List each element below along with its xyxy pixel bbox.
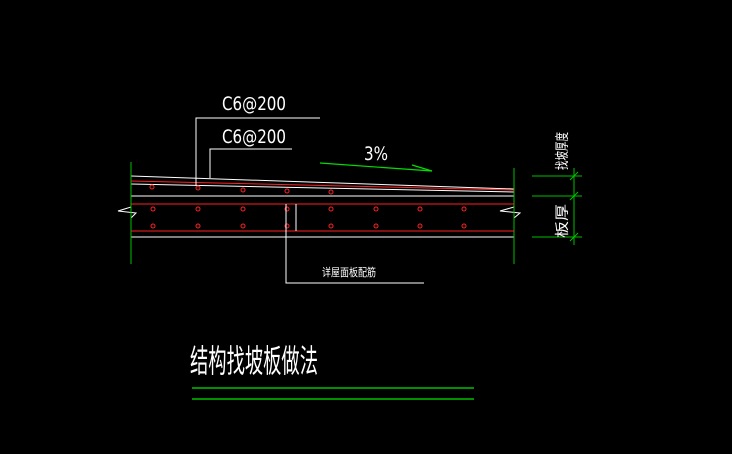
rebar-dot — [150, 223, 156, 229]
slope-label: 3% — [364, 143, 388, 165]
rebar-dot — [417, 206, 423, 212]
leader-floor-rebar — [285, 204, 424, 284]
title-underline — [192, 387, 474, 400]
rebar-dot — [240, 206, 246, 212]
leader-top-rebar — [195, 117, 320, 186]
rebar-dot — [417, 223, 423, 229]
rebar-dot — [240, 187, 246, 193]
rebar-dot — [328, 206, 334, 212]
dimension-lines — [532, 168, 582, 245]
slab-outline — [130, 166, 515, 238]
floor-rebar-note: 详屋面板配筋 — [322, 265, 376, 279]
rebar-label-bottom: C6@200 — [222, 126, 286, 148]
end-verticals — [130, 162, 515, 264]
rebar-label-top: C6@200 — [222, 93, 286, 115]
rebar-dot — [195, 223, 201, 229]
rebar-dot — [195, 206, 201, 212]
rebar-leaders — [195, 117, 424, 284]
dim-label-slab: 板厚 — [555, 204, 571, 238]
leader-bottom-rebar — [209, 148, 292, 178]
slope-arrow-icon — [319, 162, 433, 172]
rebar-dot — [461, 223, 467, 229]
rebar-dot — [328, 223, 334, 229]
dim-tick — [569, 171, 579, 181]
dim-tick — [569, 232, 579, 242]
rebar-dot — [284, 206, 290, 212]
dim-tick — [569, 191, 579, 201]
rebar-dot — [240, 223, 246, 229]
rebar-dot — [328, 189, 334, 195]
top-sloped-rebar — [130, 180, 515, 191]
rebar-dot — [373, 223, 379, 229]
rebar-dot — [284, 188, 290, 194]
rebar-lines — [130, 180, 515, 232]
drawing-title: 结构找坡板做法 — [190, 342, 318, 380]
rebar-dot — [149, 184, 155, 190]
rebar-dot — [150, 206, 156, 212]
rebar-dot — [461, 206, 467, 212]
slab-top-sloped-line — [130, 175, 515, 190]
rebar-dots — [149, 184, 467, 229]
dim-label-screed: 找坡厚度 — [555, 132, 571, 170]
rebar-dot — [373, 206, 379, 212]
slab-screed-line — [130, 183, 515, 193]
rebar-dot — [195, 185, 201, 191]
rebar-dot — [284, 223, 290, 229]
